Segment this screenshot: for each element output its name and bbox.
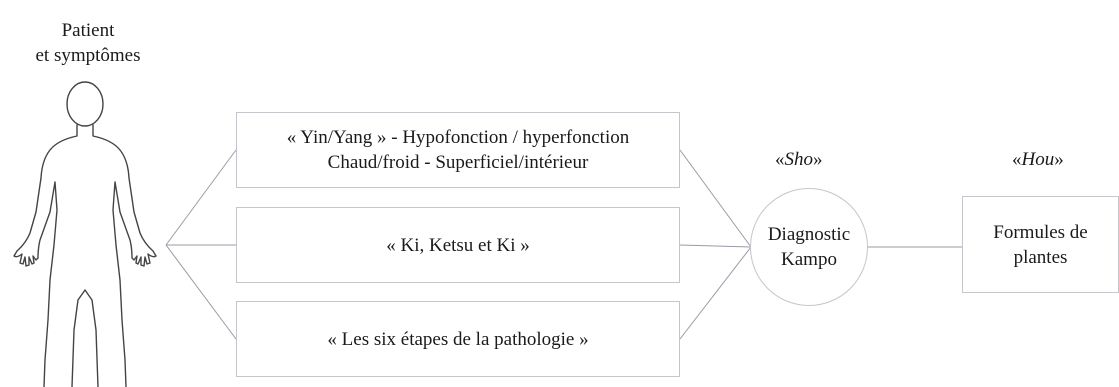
six-stages-box: « Les six étapes de la pathologie » (236, 301, 680, 377)
hou-quote-close: » (1054, 149, 1064, 170)
connector-six-stages-to-diagnosis (679, 246, 752, 340)
six-stages-label: « Les six étapes de la pathologie » (327, 328, 589, 350)
formules-box: Formules de plantes (962, 196, 1119, 293)
connector-yin-yang-to-diagnosis (679, 149, 752, 248)
patient-label: Patient et symptômes (0, 18, 176, 68)
human-figure-icon (13, 81, 157, 387)
connector-patient-to-six-stages (165, 244, 237, 340)
yin-yang-line2: Chaud/froid - Superficiel/intérieur (327, 152, 589, 173)
yin-yang-line1: « Yin/Yang » - Hypofonction / hyperfonct… (286, 127, 630, 148)
diagnosis-line2: Kampo (781, 249, 837, 270)
patient-label-line2: et symptômes (35, 45, 141, 66)
ki-ketsu-label: « Ki, Ketsu et Ki » (386, 234, 530, 256)
hou-term: Hou (1021, 149, 1055, 170)
formules-line2: plantes (1013, 246, 1068, 268)
ki-ketsu-box: « Ki, Ketsu et Ki » (236, 207, 680, 283)
hou-label: «Hou» (1012, 148, 1064, 172)
yin-yang-box: « Yin/Yang » - Hypofonction / hyperfonct… (236, 112, 680, 188)
patient-label-line1: Patient (61, 20, 115, 41)
hou-quote-open: « (1012, 149, 1022, 170)
formules-line1: Formules de (993, 221, 1088, 243)
connector-ki-ketsu-to-diagnosis (679, 244, 752, 248)
sho-label: «Sho» (775, 148, 823, 172)
sho-quote-close: » (813, 149, 823, 170)
diagnosis-circle: Diagnostic Kampo (750, 188, 868, 306)
sho-term: Sho (784, 149, 814, 170)
diagnosis-line1: Diagnostic (767, 224, 851, 245)
sho-quote-open: « (775, 149, 785, 170)
connector-patient-to-yin-yang (165, 149, 237, 246)
